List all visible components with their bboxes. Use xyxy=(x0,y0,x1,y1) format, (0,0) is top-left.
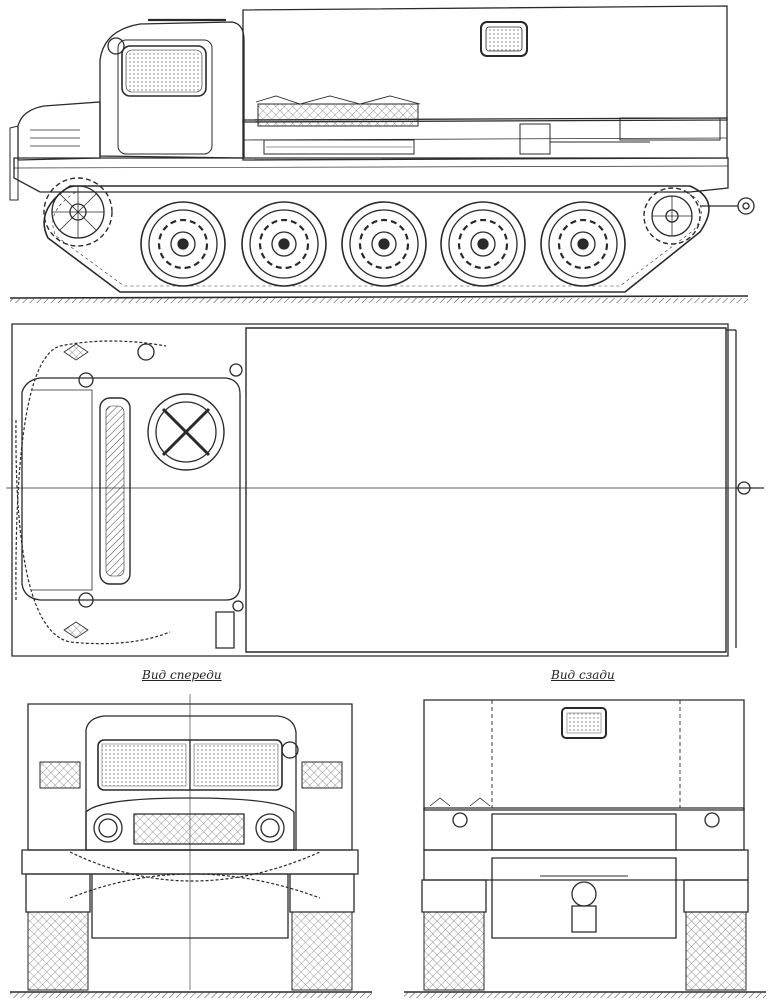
engine-hood xyxy=(18,102,100,160)
road-wheels xyxy=(141,202,625,286)
cab xyxy=(100,22,244,158)
drive-sprocket xyxy=(44,178,112,246)
ground-line xyxy=(10,296,748,298)
top-rear-hitch xyxy=(736,482,764,494)
front-cab xyxy=(86,716,296,850)
front-view xyxy=(10,694,372,998)
rear-hitch-plate xyxy=(492,858,676,938)
tow-cable-bottom xyxy=(16,420,170,644)
track xyxy=(44,186,709,292)
rear-right-track xyxy=(684,880,748,990)
front-view-caption: Вид спереди xyxy=(142,668,222,682)
roof-hatch xyxy=(148,394,224,470)
rear-hitch xyxy=(540,876,628,932)
rear-view xyxy=(404,700,766,998)
rear-tent-window xyxy=(562,708,606,738)
front-grille xyxy=(134,814,244,844)
front-left-track xyxy=(26,874,90,990)
left-headlight xyxy=(94,814,122,842)
front-grille-frame xyxy=(86,798,294,850)
idler-wheel xyxy=(644,188,700,244)
tow-cable-top xyxy=(16,341,166,600)
toolbox xyxy=(620,118,720,140)
right-headlight xyxy=(256,814,284,842)
rear-window xyxy=(481,22,527,56)
front-right-track xyxy=(290,874,354,990)
side-grille xyxy=(258,104,418,126)
top-outline xyxy=(12,324,728,656)
side-mirror xyxy=(108,38,124,54)
grille-diamond-top xyxy=(64,344,88,360)
cargo-roof xyxy=(246,328,726,652)
hull xyxy=(14,158,728,192)
rear-tow-hook xyxy=(700,198,754,214)
side-view xyxy=(10,6,754,303)
top-view xyxy=(6,324,764,656)
rear-left-track xyxy=(422,880,486,990)
grille-diamond-bottom xyxy=(64,622,88,638)
windshield-strip xyxy=(100,398,130,584)
cab-window xyxy=(122,46,206,96)
rear-view-caption: Вид сзади xyxy=(551,668,615,682)
rear-tailgate xyxy=(492,814,676,850)
